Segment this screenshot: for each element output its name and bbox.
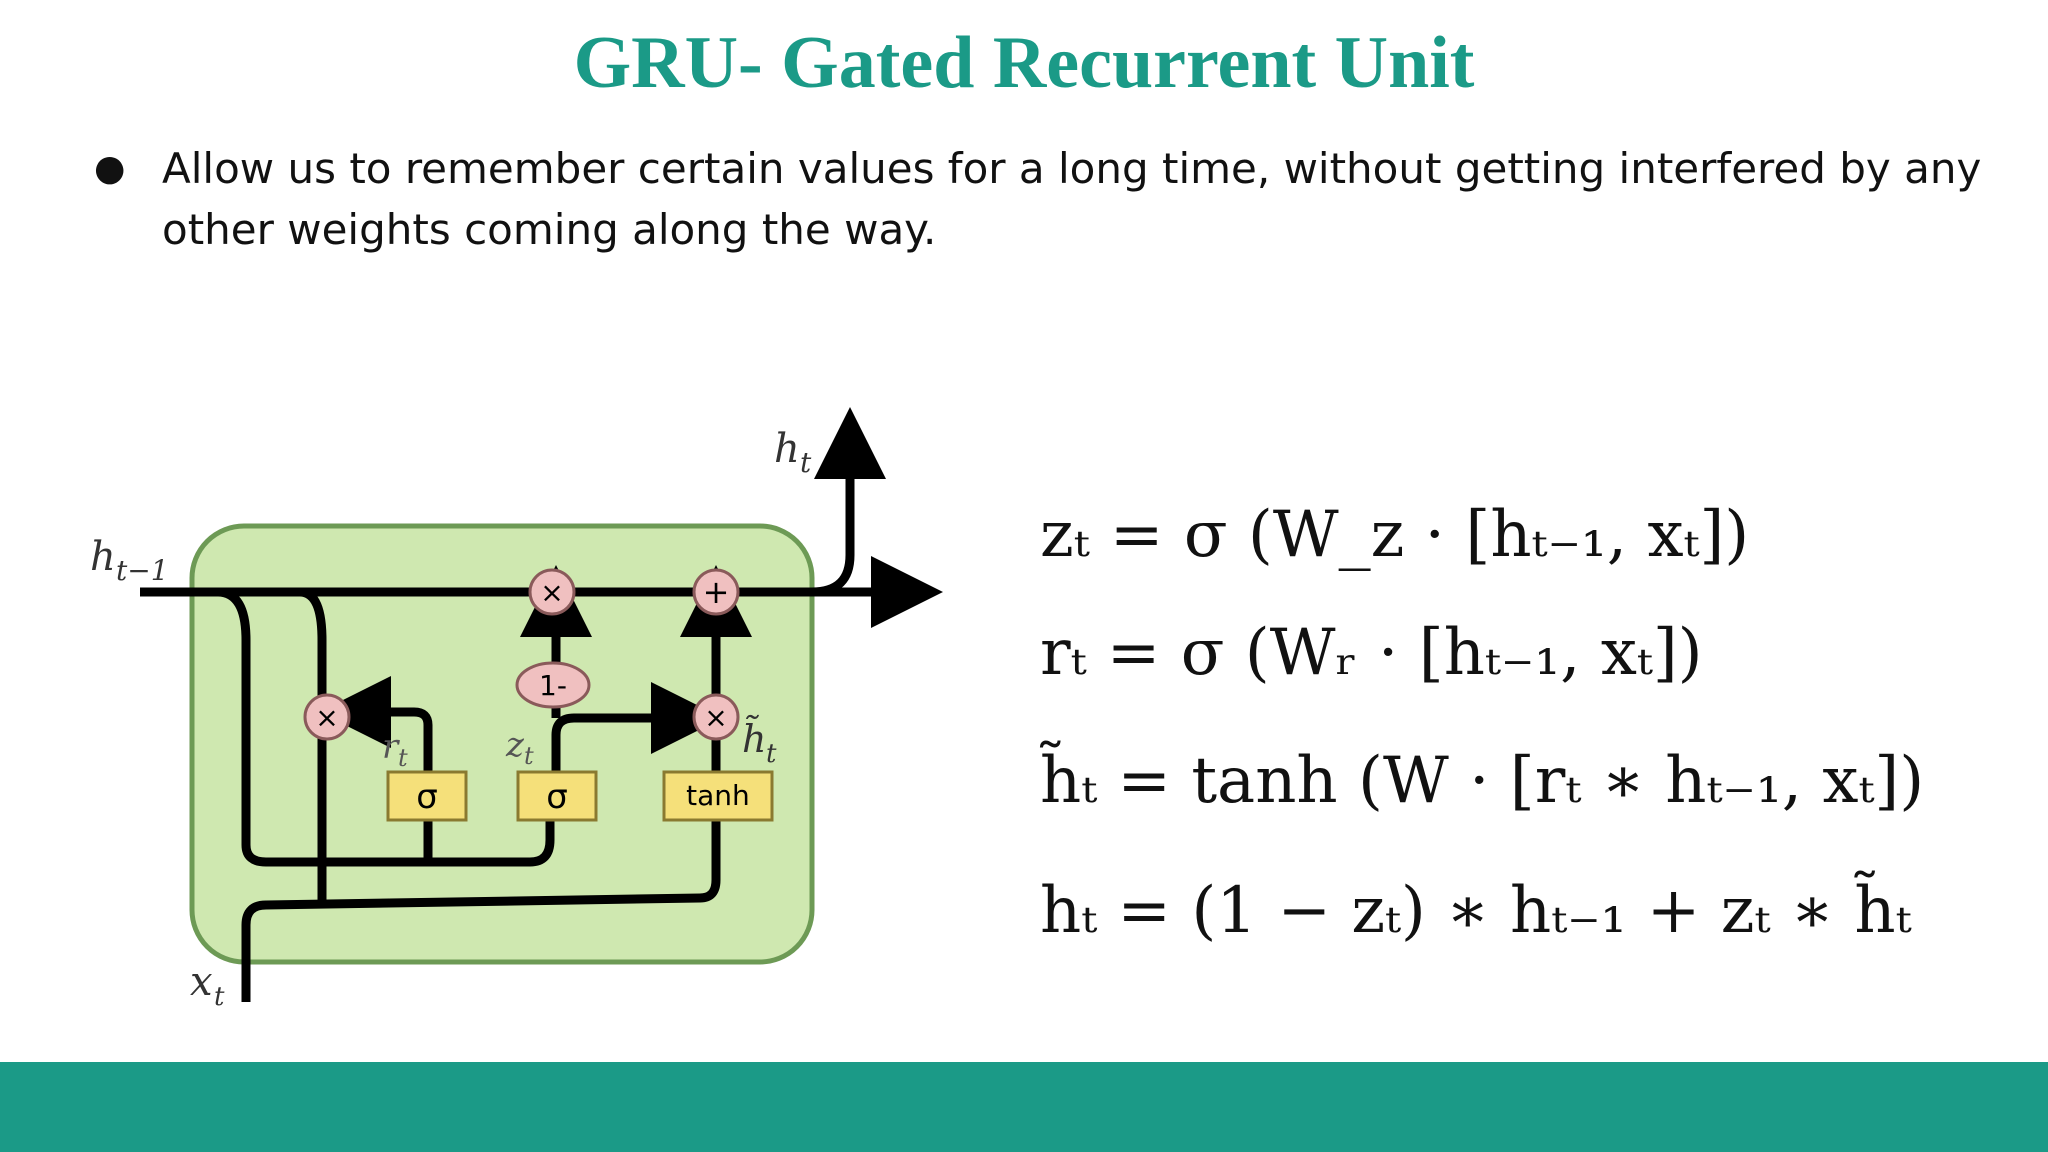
one-minus-op: 1-: [515, 661, 591, 709]
tanh-layer: tanh: [662, 770, 774, 822]
svg-text:h: h: [774, 426, 800, 472]
footer-bar: [0, 1062, 2048, 1152]
bullet-text: Allow us to remember certain values for …: [162, 138, 2048, 260]
label-x-in: x t: [190, 959, 225, 1012]
label-h-tilde: h̃ t: [742, 716, 777, 769]
multiply-op-top: ×: [528, 568, 576, 616]
hidden-to-reset-line: [299, 587, 327, 905]
multiply-op-reset: ×: [303, 693, 351, 741]
sigma-layer-update-label: σ: [546, 777, 568, 817]
svg-text:t: t: [398, 744, 408, 772]
equation-candidate-state: h̃ₜ = tanh (W · [rₜ ∗ hₜ₋₁, xₜ]): [1040, 744, 1925, 818]
label-h-out: h t: [774, 426, 812, 479]
sigma-layer-reset: σ: [386, 770, 468, 822]
label-z-gate: z t: [505, 725, 534, 770]
equation-update-gate: zₜ = σ (W_z · [hₜ₋₁, xₜ]): [1040, 498, 1750, 572]
multiply-op-update: ×: [692, 693, 740, 741]
svg-text:r: r: [382, 727, 400, 767]
bullet-text-line-1: Allow us to remember certain values for …: [162, 144, 1982, 193]
svg-text:t: t: [766, 739, 777, 769]
bullet-dot: ●: [94, 148, 126, 189]
input-line: [241, 820, 721, 1002]
tanh-layer-label: tanh: [686, 779, 750, 812]
z-gate-line: [551, 682, 723, 778]
plus-op: +: [692, 568, 740, 616]
label-r-gate: r t: [382, 727, 408, 772]
bullet-text-line-2: other weights coming along the way.: [162, 205, 937, 254]
equation-hidden-state: hₜ = (1 − zₜ) ∗ hₜ₋₁ + zₜ ∗ h̃ₜ: [1040, 874, 1912, 948]
multiply-op-update-label: ×: [704, 701, 727, 734]
gru-cell-body: [189, 523, 815, 965]
svg-text:h̃: h̃: [742, 716, 766, 761]
output-branch-line: [811, 407, 886, 597]
label-h-prev: h t−1: [90, 534, 169, 587]
svg-text:x: x: [190, 959, 213, 1005]
svg-text:t−1: t−1: [116, 554, 169, 587]
multiply-op-reset-label: ×: [315, 701, 338, 734]
hidden-to-gates-line: [217, 587, 555, 867]
svg-text:z: z: [505, 725, 525, 765]
plus-op-label: +: [703, 573, 730, 611]
sigma-layer-update: σ: [516, 770, 598, 822]
one-minus-op-label: 1-: [539, 669, 567, 702]
svg-text:t: t: [800, 446, 812, 479]
svg-text:t: t: [214, 982, 225, 1012]
sigma-layer-reset-label: σ: [416, 777, 438, 817]
svg-text:h: h: [90, 534, 116, 580]
slide-title: GRU- Gated Recurrent Unit: [573, 22, 1475, 104]
equation-reset-gate: rₜ = σ (Wᵣ · [hₜ₋₁, xₜ]): [1040, 616, 1703, 690]
multiply-op-top-label: ×: [540, 576, 563, 609]
svg-text:t: t: [524, 742, 534, 770]
r-gate-to-reset-line: [319, 676, 433, 778]
gru-diagram: × + 1- × × σ σ tanh h t h t−1 x t r: [90, 407, 943, 1012]
